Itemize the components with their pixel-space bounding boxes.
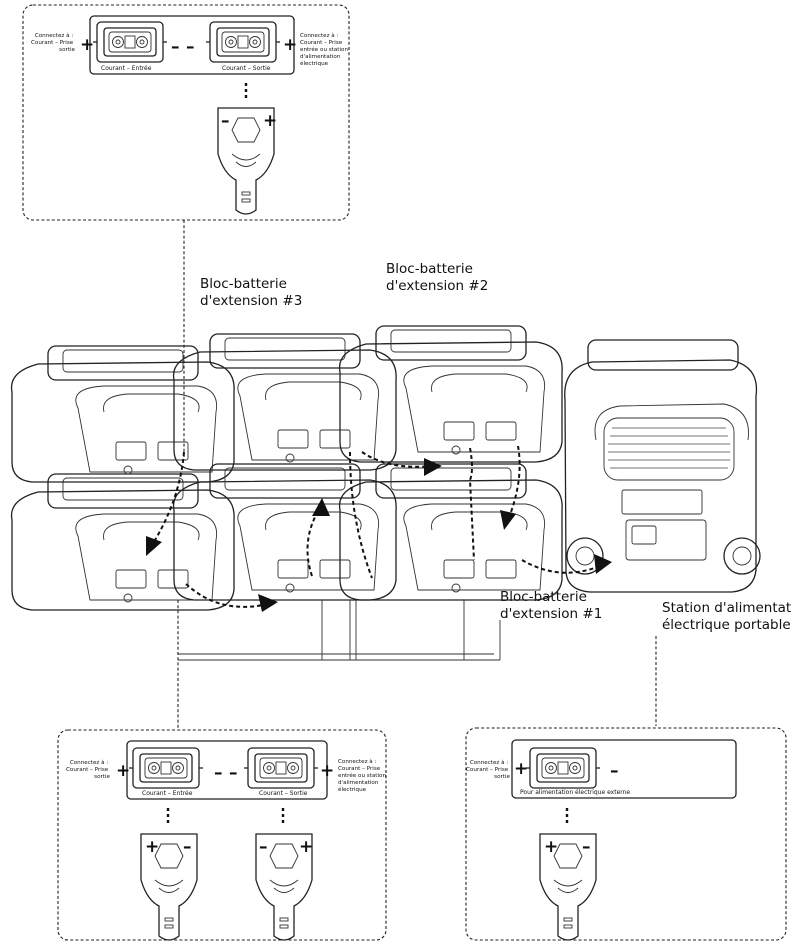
- top-right-note: Connectez à : Courant – Prise entrée ou …: [300, 32, 350, 67]
- note-line: entrée ou station: [300, 46, 348, 53]
- bl-out-label: Courant – Sortie: [259, 790, 308, 797]
- top-plus-left: +: [80, 35, 94, 55]
- note-line: d'alimentation: [338, 780, 379, 786]
- battery-bottom-middle: [174, 464, 397, 600]
- br-external-socket: [526, 748, 600, 788]
- label-line: d'extension #1: [500, 606, 602, 622]
- top-connector-panel: + – – + Courant – Entrée Courant – Sorti…: [23, 5, 350, 220]
- bl-plug2-plus: +: [299, 837, 313, 857]
- bl-input-socket: [129, 748, 203, 788]
- note-line: sortie: [59, 47, 75, 53]
- arrow-cable: [152, 452, 184, 545]
- bl-minus-left: –: [214, 763, 223, 783]
- br-plug-minus: –: [582, 837, 591, 857]
- top-input-socket: [93, 22, 167, 62]
- top-left-note: Connectez à : Courant – Prise sortie: [31, 32, 76, 53]
- pack3-label: Bloc-batterie d'extension #3: [200, 276, 302, 309]
- top-plus-right: +: [283, 35, 297, 55]
- note-line: Courant – Prise: [338, 766, 381, 772]
- pack1-label: Bloc-batterie d'extension #1: [500, 589, 602, 622]
- label-line: Bloc-batterie: [200, 276, 287, 292]
- br-ext-label: Pour alimentation électrique externe: [520, 789, 630, 796]
- battery-bottom-left: [12, 474, 235, 610]
- battery-top-middle: [174, 334, 397, 470]
- bl-plug1-plus: +: [145, 837, 159, 857]
- note-line: Connectez à :: [70, 759, 108, 766]
- bl-in-label: Courant – Entrée: [142, 790, 193, 797]
- arrow-cable: [308, 508, 321, 576]
- battery-bottom-right: [340, 464, 563, 600]
- arrow-head: [424, 458, 442, 476]
- bottom-right-connector-panel: + – Pour alimentation électrique externe…: [466, 728, 786, 940]
- br-minus: –: [610, 761, 619, 781]
- top-plug-minus: –: [221, 111, 230, 131]
- note-line: électrique: [338, 786, 367, 793]
- battery-stack-illustration: [12, 326, 760, 612]
- note-line: Courant – Prise: [300, 40, 343, 46]
- top-in-label: Courant – Entrée: [101, 65, 152, 72]
- note-line: Courant – Prise: [66, 767, 109, 773]
- station-label: Station d'alimentation électrique portab…: [662, 600, 792, 633]
- bl-plug2-minus: –: [259, 837, 268, 857]
- top-minus-right: –: [186, 37, 195, 57]
- label-line: Bloc-batterie: [386, 261, 473, 277]
- label-line: d'extension #2: [386, 278, 488, 294]
- arrow-head: [500, 510, 516, 530]
- bl-plug1-minus: –: [183, 837, 192, 857]
- battery-top-left: [12, 346, 235, 482]
- label-line: électrique portable: [662, 617, 791, 633]
- bl-right-note: Connectez à : Courant – Prise entrée ou …: [338, 758, 388, 793]
- arrow-head: [258, 594, 278, 612]
- note-line: Connectez à :: [35, 32, 73, 39]
- note-line: électrique: [300, 60, 329, 67]
- br-plug-plus: +: [544, 837, 558, 857]
- battery-top-right: [340, 326, 563, 462]
- bl-output-socket: [244, 748, 318, 788]
- arrow-cable: [522, 560, 600, 573]
- arrow-head: [146, 536, 162, 556]
- br-plus: +: [514, 759, 528, 779]
- note-line: Connectez à :: [300, 32, 338, 39]
- note-line: sortie: [94, 774, 110, 780]
- note-line: Courant – Prise: [466, 767, 509, 773]
- arrow-cable: [350, 452, 372, 578]
- arrow-cable: [508, 446, 520, 520]
- note-line: entrée ou station: [338, 772, 386, 779]
- note-line: Courant – Prise: [31, 40, 74, 46]
- pack2-label: Bloc-batterie d'extension #2: [386, 261, 488, 294]
- label-line: Station d'alimentation: [662, 600, 792, 616]
- top-output-socket: [206, 22, 280, 62]
- label-line: d'extension #3: [200, 293, 302, 309]
- bl-minus-right: –: [229, 763, 238, 783]
- label-line: Bloc-batterie: [500, 589, 587, 605]
- arrow-head: [312, 498, 330, 516]
- bl-plus-right: +: [320, 761, 334, 781]
- top-plug-plus: +: [263, 111, 277, 131]
- note-line: Connectez à :: [470, 759, 508, 766]
- bl-left-note: Connectez à : Courant – Prise sortie: [66, 759, 111, 780]
- note-line: sortie: [494, 774, 510, 780]
- portable-power-station: [565, 340, 760, 592]
- note-line: d'alimentation: [300, 54, 341, 60]
- top-out-label: Courant – Sortie: [222, 65, 271, 72]
- bottom-left-connector-panel: + – – + Courant – Entrée Courant – Sorti…: [58, 730, 388, 940]
- bl-plus-left: +: [116, 761, 130, 781]
- top-minus-left: –: [171, 37, 180, 57]
- note-line: Connectez à :: [338, 758, 376, 765]
- br-left-note: Connectez à : Courant – Prise sortie: [466, 759, 511, 780]
